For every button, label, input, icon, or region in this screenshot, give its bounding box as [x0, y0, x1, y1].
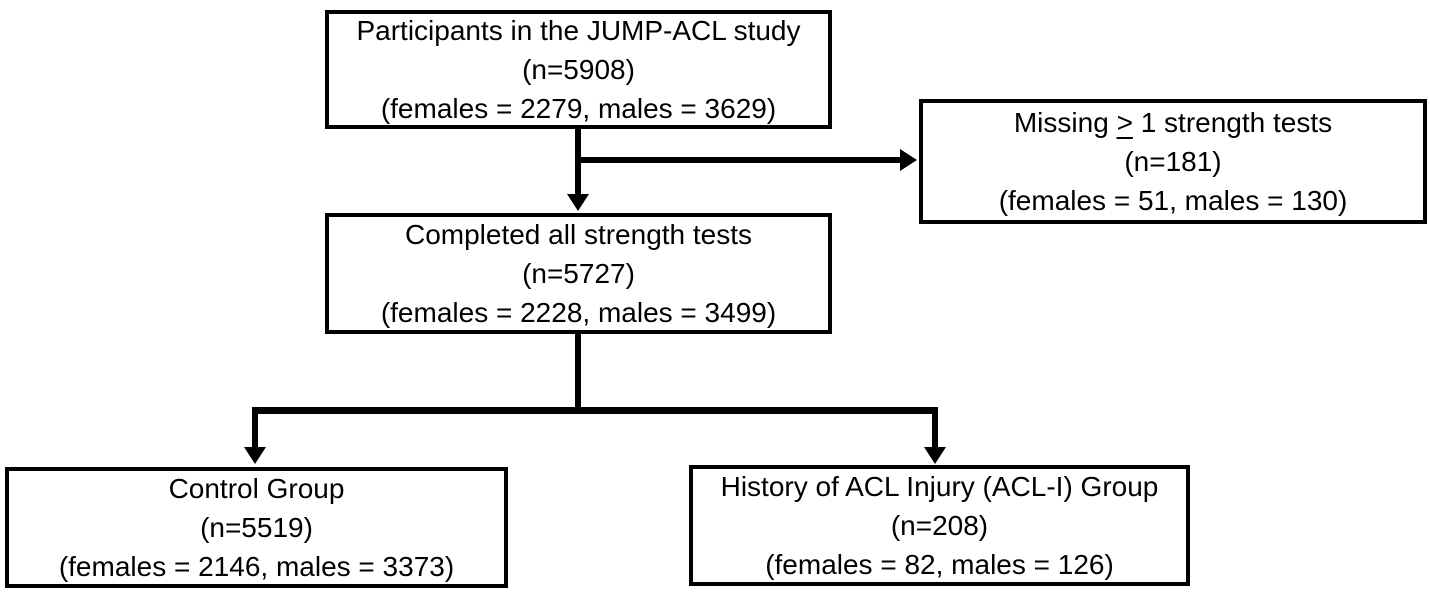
- arrow-down-icon: [567, 194, 589, 211]
- box-control-breakdown: (females = 2146, males = 3373): [58, 551, 455, 582]
- box-missing-strength-tests: Missing > 1 strength tests (n=181) (fema…: [919, 99, 1427, 224]
- arrow-down-icon: [244, 447, 266, 464]
- connector-completed-to-split-line: [575, 334, 581, 410]
- box-missing-title: Missing > 1 strength tests: [1014, 103, 1332, 142]
- box-missing-n: (n=181): [1124, 146, 1222, 177]
- box-completed-strength-tests: Completed all strength tests (n=5727) (f…: [325, 213, 832, 334]
- box-missing-breakdown: (females = 51, males = 130): [998, 185, 1348, 216]
- box-missing-title-prefix: Missing: [1013, 107, 1117, 138]
- box-missing-title-suffix: 1 strength tests: [1132, 107, 1333, 138]
- box-control-n: (n=5519): [200, 512, 313, 543]
- box-participants-n: (n=5908): [522, 54, 635, 85]
- box-completed-breakdown: (females = 2228, males = 3499): [380, 297, 777, 328]
- box-control-title: Control Group: [168, 473, 345, 504]
- box-acl-title: History of ACL Injury (ACL-I) Group: [720, 471, 1159, 502]
- arrow-right-icon: [900, 149, 917, 171]
- box-control-group: Control Group (n=5519) (females = 2146, …: [5, 467, 508, 588]
- box-acl-n: (n=208): [890, 510, 989, 541]
- connector-split-to-control-line: [252, 407, 258, 448]
- box-acl-injury-group: History of ACL Injury (ACL-I) Group (n=2…: [689, 465, 1190, 586]
- box-completed-n: (n=5727): [522, 258, 635, 289]
- box-acl-breakdown: (females = 82, males = 126): [765, 549, 1114, 580]
- connector-branch-to-missing-line: [578, 157, 900, 163]
- box-participants: Participants in the JUMP-ACL study (n=59…: [325, 10, 832, 129]
- arrow-down-icon: [924, 447, 946, 464]
- box-completed-title: Completed all strength tests: [404, 219, 753, 250]
- greater-equal-sign: >: [1116, 107, 1133, 138]
- box-participants-breakdown: (females = 2279, males = 3629): [380, 93, 777, 124]
- connector-split-bar-line: [252, 407, 938, 414]
- box-participants-title: Participants in the JUMP-ACL study: [356, 15, 801, 46]
- connector-split-to-acl-line: [932, 407, 938, 448]
